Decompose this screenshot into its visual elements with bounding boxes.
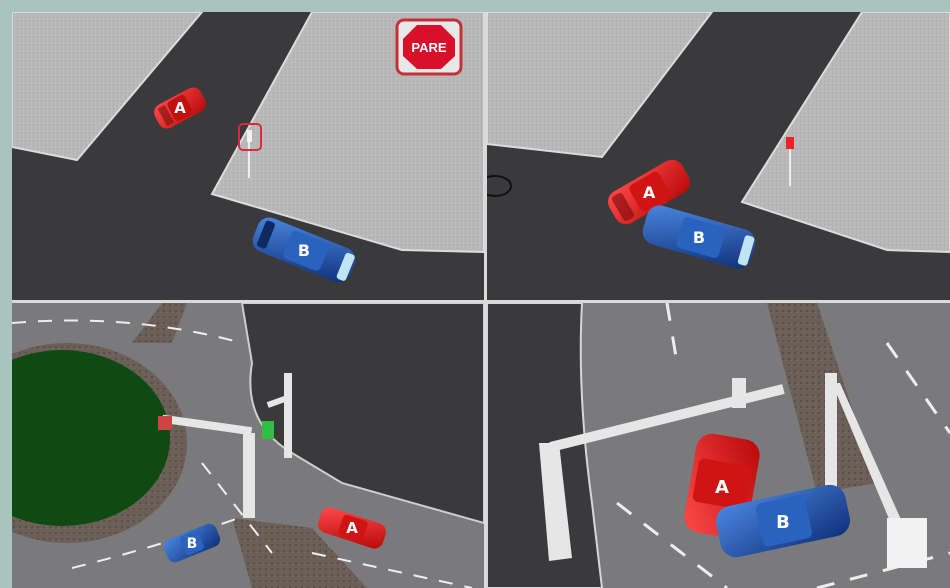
car-a-label: A xyxy=(346,519,358,537)
stop-sign-small xyxy=(247,130,252,142)
car-b-label: B xyxy=(298,241,310,260)
car-a-label: A xyxy=(174,99,186,117)
scene-2-panel: A B xyxy=(487,12,950,300)
car-b-label: B xyxy=(693,228,705,247)
stop-sign-pole xyxy=(248,142,250,178)
scene-3-panel: A B xyxy=(12,303,484,588)
scene-2-drawing: A B xyxy=(487,12,950,300)
car-b-label: B xyxy=(187,536,198,552)
scene-4-drawing: A B xyxy=(487,303,950,588)
stop-sign-small xyxy=(786,137,794,149)
car-a-label: A xyxy=(715,477,729,498)
stop-sign-inset: PARE xyxy=(397,20,461,74)
car-a-label: A xyxy=(643,183,656,202)
figure-grid: PARE A B xyxy=(12,12,950,588)
scene-3-drawing: A B xyxy=(12,303,484,588)
scene-1-drawing: PARE A B xyxy=(12,12,484,300)
scene-4-panel: A B xyxy=(487,303,950,588)
car-b-label: B xyxy=(776,512,790,533)
stop-sign-text: PARE xyxy=(411,40,446,55)
scene-1-panel: PARE A B xyxy=(12,12,484,300)
